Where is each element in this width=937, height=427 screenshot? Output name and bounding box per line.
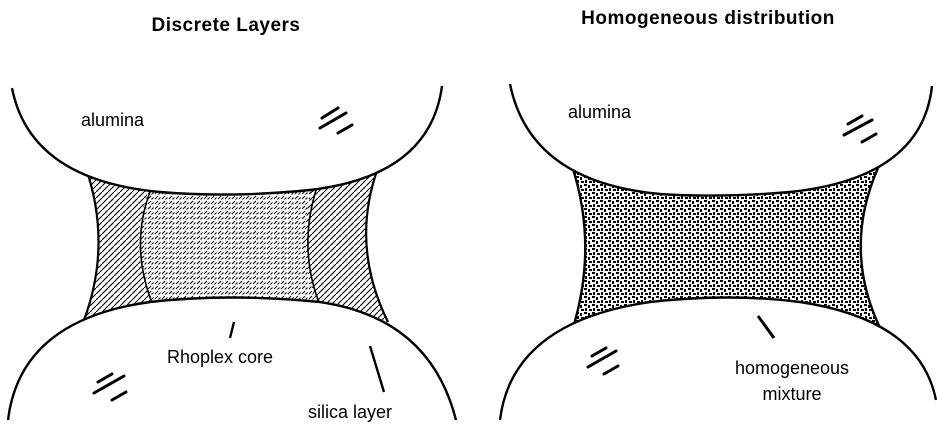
rhoplex-core (139, 190, 322, 305)
layer-label: silica layer (308, 402, 392, 422)
panel-title: Discrete Layers (151, 15, 300, 36)
panel-discrete-layers: Discrete Layers alumina Rhoplex core (8, 15, 456, 422)
panel-title: Homogeneous distribution (581, 8, 835, 29)
panel-homogeneous-distribution: Homogeneous distribution alumina homogen… (500, 8, 936, 420)
top-particle-label: alumina (81, 110, 145, 130)
mixture-label-line1: homogeneous (735, 358, 849, 378)
mixture-label-line2: mixture (762, 384, 821, 404)
top-particle-label: alumina (568, 102, 632, 122)
core-label: Rhoplex core (167, 347, 273, 367)
alumina-particle-top (12, 86, 442, 195)
